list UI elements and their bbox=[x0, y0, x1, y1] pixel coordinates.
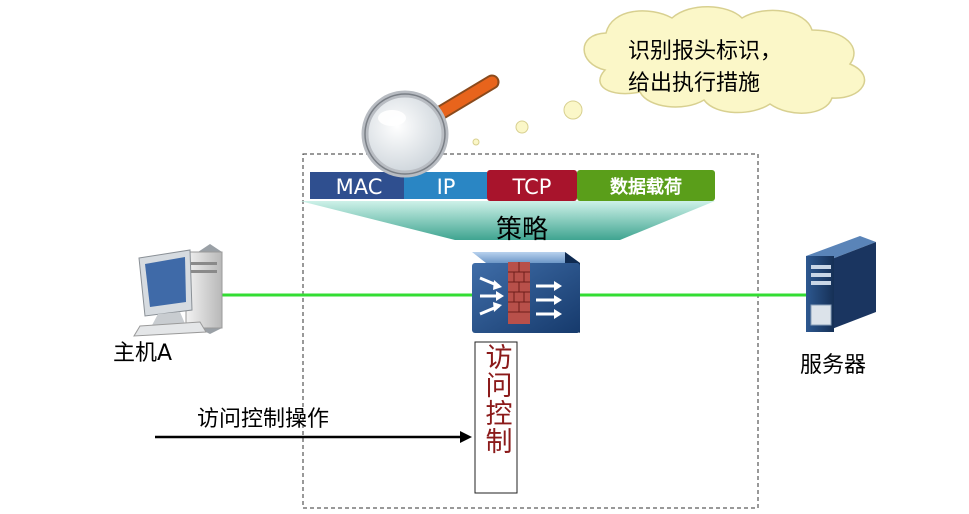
access-control-box bbox=[474, 341, 518, 494]
operation-label: 访问控制操作 bbox=[197, 407, 329, 432]
access-control-char-1: 访 bbox=[486, 343, 513, 374]
firewall-boundary-box bbox=[302, 153, 759, 509]
field-tcp-bg bbox=[487, 170, 577, 201]
packet-field-payload: 数据载荷 bbox=[577, 170, 715, 201]
field-mac-bg bbox=[310, 172, 412, 199]
access-control-char-2: 问 bbox=[486, 371, 513, 402]
bubble-line-1: 识别报头标识， bbox=[628, 39, 782, 64]
packet-header: MAC IP TCP 数据载荷 bbox=[310, 170, 715, 201]
server-icon bbox=[806, 236, 876, 332]
operation-arrow-head bbox=[460, 431, 472, 443]
access-control-char-4: 制 bbox=[486, 427, 513, 458]
policy-label: 策略 bbox=[496, 215, 548, 245]
packet-field-ip: IP bbox=[404, 172, 487, 199]
thought-bubble: 识别报头标识， 给出执行措施 bbox=[472, 6, 866, 146]
host-label: 主机A bbox=[113, 341, 172, 366]
inspection-beam bbox=[300, 201, 715, 240]
field-tcp-label: TCP bbox=[512, 175, 552, 199]
field-mac-label: MAC bbox=[336, 175, 383, 199]
server-label: 服务器 bbox=[800, 353, 866, 378]
field-payload-label: 数据载荷 bbox=[610, 176, 682, 198]
computer-icon bbox=[133, 244, 223, 337]
field-ip-label: IP bbox=[437, 175, 456, 199]
firewall-icon bbox=[472, 252, 580, 333]
magnifier-icon bbox=[361, 74, 500, 178]
access-control-char-3: 控 bbox=[486, 399, 513, 430]
packet-field-tcp: TCP bbox=[487, 170, 577, 201]
field-ip-bg bbox=[404, 172, 487, 199]
bubble-line-2: 给出执行措施 bbox=[628, 71, 760, 96]
field-payload-bg bbox=[577, 170, 715, 201]
packet-field-mac: MAC bbox=[310, 172, 412, 199]
